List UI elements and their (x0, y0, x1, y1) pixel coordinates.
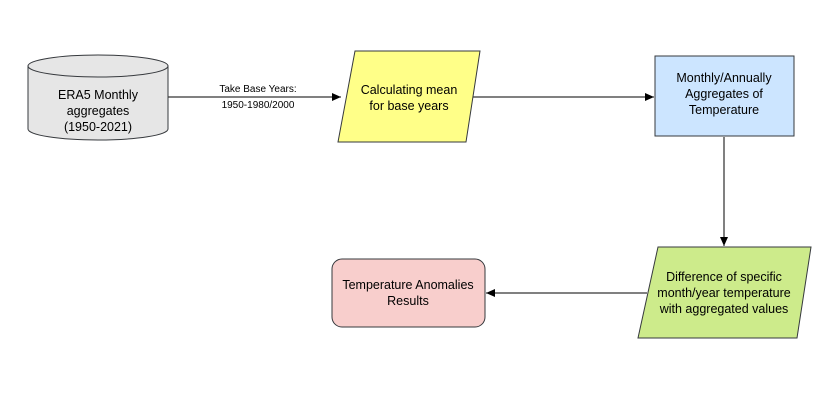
node-era5-label-line-1: ERA5 Monthly (58, 88, 139, 102)
node-aggregates-label-line-2: Aggregates of (685, 87, 763, 101)
node-difference-calculation[interactable]: Difference of specific month/year temper… (637, 246, 812, 339)
process-rectangle (654, 55, 795, 137)
node-monthly-annually-aggregates[interactable]: Monthly/Annually Aggregates of Temperatu… (654, 55, 795, 137)
node-aggregates-label-line-1: Monthly/Annually (676, 71, 772, 85)
node-aggregates-label-line-3: Temperature (689, 103, 759, 117)
edge-label-line-1: Take Base Years: (219, 84, 296, 95)
edge-label-take-base-years: Take Base Years: 1950-1980/2000 (219, 84, 296, 111)
node-era5-label-line-3: (1950-2021) (64, 120, 132, 134)
terminal-rounded-rectangle (331, 258, 486, 328)
node-difference-label-line-2: month/year temperature (657, 286, 790, 300)
node-result-label-line-1: Temperature Anomalies (342, 278, 473, 292)
edge-label-line-2: 1950-1980/2000 (222, 100, 295, 111)
database-cylinder-icon (27, 66, 169, 141)
parallelogram-shape (637, 246, 812, 339)
node-era5-label-line-2: aggregates (67, 104, 130, 118)
node-difference-label-line-1: Difference of specific (666, 270, 782, 284)
database-cylinder-top (27, 54, 169, 78)
node-difference-label-line-3: with aggregated values (659, 302, 789, 316)
node-temperature-anomalies-results[interactable]: Temperature Anomalies Results (331, 258, 486, 328)
node-era5-database[interactable]: ERA5 Monthly aggregates (1950-2021) (27, 54, 169, 141)
node-mean-label-line-1: Calculating mean (361, 83, 458, 97)
node-mean-label-line-2: for base years (369, 99, 448, 113)
edges (168, 93, 728, 297)
node-result-label-line-2: Results (387, 294, 429, 308)
node-calculating-mean[interactable]: Calculating mean for base years (337, 50, 481, 143)
parallelogram-shape (337, 50, 481, 143)
